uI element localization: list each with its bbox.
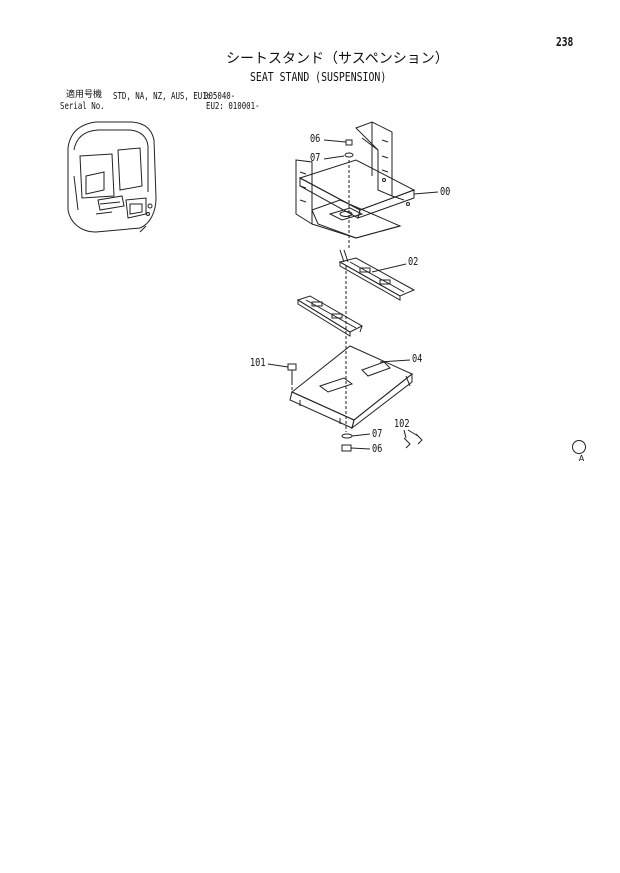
screw-part-102	[403, 433, 423, 449]
base-plate-part-04	[289, 345, 413, 430]
bolt-part-101	[287, 363, 297, 382]
callout-102: 102	[394, 418, 410, 430]
marker-letter: A	[578, 454, 585, 463]
seat-rail-left	[296, 295, 364, 337]
page-title-english: SEAT STAND (SUSPENSION)	[250, 70, 387, 84]
page-title-japanese: シートスタンド（サスペンション）	[226, 51, 449, 67]
serial-label-japanese: 適用号機	[66, 90, 103, 100]
alignment-lines	[291, 160, 350, 432]
serial-models: STD, NA, NZ, AUS, EU1:	[113, 91, 212, 102]
serial-eu2-label: EU2:	[206, 101, 224, 112]
callout-07-bottom: 07	[372, 428, 383, 440]
callout-02: 02	[408, 256, 419, 268]
seat-stand-frame-part-00	[295, 121, 416, 239]
marker-circle-a: A	[572, 440, 586, 463]
callout-07-top: 07	[310, 152, 321, 164]
leader-lines	[267, 139, 439, 450]
callout-04: 04	[412, 353, 423, 365]
serial-range-eu1: 005040-	[204, 91, 236, 102]
callout-101: 101	[250, 357, 266, 369]
callout-06-bottom: 06	[372, 443, 383, 455]
washer-nut-bottom	[341, 433, 353, 452]
seat-rail-part-02	[338, 249, 416, 301]
callout-00: 00	[440, 186, 451, 198]
callout-06-top: 06	[310, 133, 321, 145]
serial-eu2-value: 010001-	[228, 101, 260, 112]
page-number: 238	[556, 35, 574, 49]
cab-thumbnail	[67, 121, 157, 233]
serial-label-english: Serial No.	[60, 101, 105, 112]
serial-range-eu2: EU2: 010001-	[206, 102, 260, 112]
